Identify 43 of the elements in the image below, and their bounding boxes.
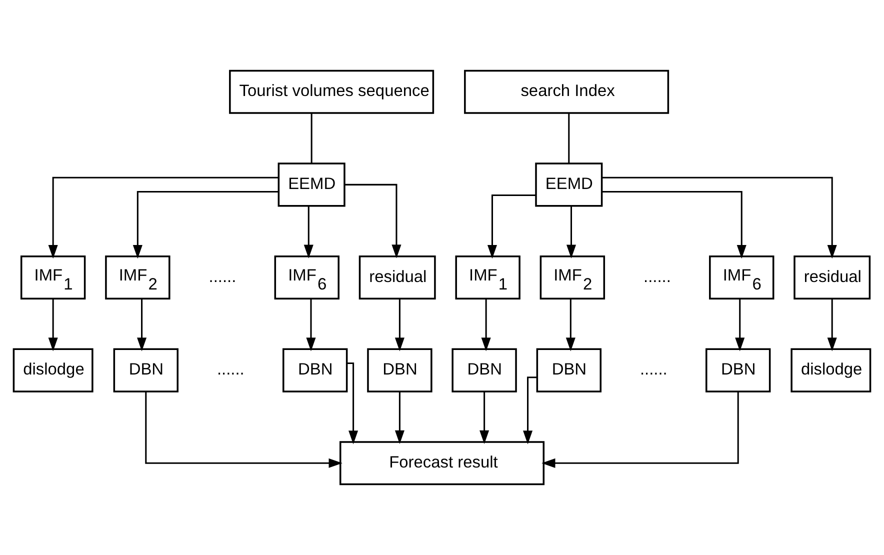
arrow bbox=[735, 299, 745, 352]
arrow bbox=[827, 299, 837, 352]
arrow bbox=[48, 176, 278, 259]
label: ...... bbox=[216, 360, 244, 379]
label: ...... bbox=[208, 268, 236, 286]
node-box: DBN bbox=[706, 348, 771, 392]
arrow bbox=[566, 206, 576, 258]
arrow bbox=[137, 299, 147, 352]
connector bbox=[310, 113, 312, 164]
node-box: EEMD bbox=[278, 162, 346, 207]
arrow bbox=[346, 362, 358, 444]
label: ...... bbox=[640, 360, 668, 379]
node-box: DBN bbox=[113, 348, 178, 392]
node-box: Tourist volumes sequence bbox=[229, 70, 434, 114]
connector bbox=[568, 113, 570, 164]
node-box: DBN bbox=[282, 348, 348, 392]
arrow bbox=[542, 392, 739, 468]
node-box: DBN bbox=[536, 348, 602, 392]
node-box: DBN bbox=[367, 348, 432, 392]
node-box: search Index bbox=[464, 70, 670, 114]
arrow bbox=[487, 194, 536, 259]
arrow bbox=[145, 392, 342, 468]
arrow bbox=[602, 176, 837, 259]
node-box: dislodge bbox=[790, 348, 872, 392]
node-box: DBN bbox=[452, 348, 517, 392]
arrow bbox=[480, 392, 490, 444]
node-box: residual bbox=[358, 255, 436, 300]
arrow bbox=[602, 190, 746, 259]
arrow bbox=[394, 392, 404, 444]
arrow bbox=[48, 299, 58, 352]
arrow bbox=[344, 184, 402, 258]
node-box: residual bbox=[794, 255, 871, 300]
node-box: EEMD bbox=[535, 162, 603, 207]
label: ...... bbox=[644, 268, 671, 286]
node-box: Forecast result bbox=[339, 441, 545, 486]
arrow bbox=[481, 299, 491, 352]
arrow bbox=[523, 376, 537, 444]
arrow bbox=[306, 299, 316, 352]
arrow bbox=[132, 190, 278, 259]
node-box: dislodge bbox=[12, 348, 94, 392]
arrow bbox=[304, 206, 314, 258]
arrow bbox=[394, 299, 404, 352]
arrow bbox=[566, 299, 576, 352]
